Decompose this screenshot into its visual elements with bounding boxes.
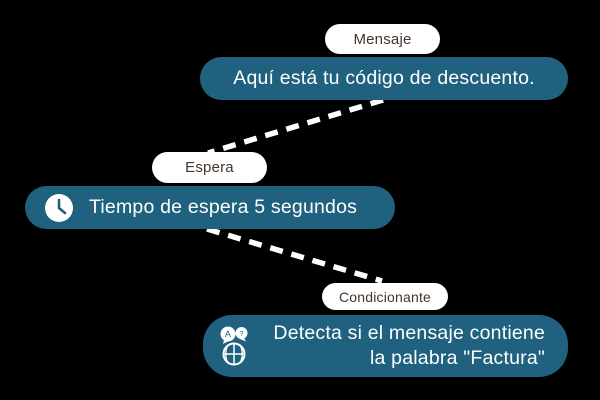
svg-text:A: A — [225, 329, 231, 339]
node-label-text: Mensaje — [353, 30, 412, 48]
clock-icon — [44, 193, 74, 223]
node-conditional-line1: Detecta si el mensaje contiene — [273, 322, 545, 344]
connector-message-to-wait — [207, 97, 384, 156]
node-conditional[interactable]: A ? Detecta si el mensaje contiene la pa… — [203, 315, 568, 377]
node-label-text: Espera — [185, 159, 234, 176]
svg-text:?: ? — [239, 329, 243, 338]
node-conditional-line2: la palabra "Factura" — [369, 347, 545, 369]
node-message-text: Aquí está tu código de descuento. — [233, 67, 535, 89]
connector-wait-to-conditional — [206, 226, 383, 284]
node-wait-text: Tiempo de espera 5 segundos — [89, 196, 358, 218]
node-wait[interactable]: Tiempo de espera 5 segundos — [25, 186, 395, 229]
node-label-text: Condicionante — [338, 288, 432, 305]
node-label-mensaje[interactable]: Mensaje — [325, 24, 440, 54]
node-label-condicionante[interactable]: Condicionante — [322, 283, 448, 310]
node-message[interactable]: Aquí está tu código de descuento. — [200, 57, 568, 100]
node-conditional-text: Detecta si el mensaje contiene la palabr… — [259, 321, 545, 371]
node-label-espera[interactable]: Espera — [152, 152, 267, 183]
language-brain-icon: A ? — [217, 326, 251, 366]
